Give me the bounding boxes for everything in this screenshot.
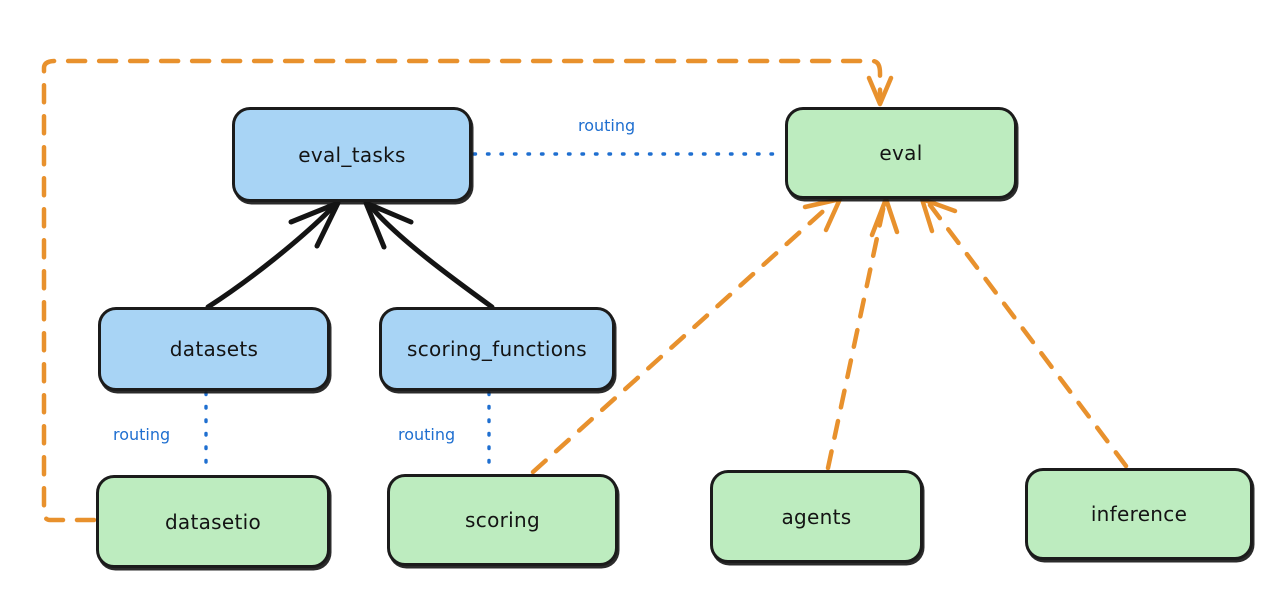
node-label: eval_tasks bbox=[298, 142, 406, 167]
node-label: scoring_functions bbox=[406, 337, 588, 361]
node-datasetio[interactable]: datasetio bbox=[96, 475, 330, 568]
edge-label-routing-eval-tasks-eval: routing bbox=[578, 116, 636, 135]
edge-inference-to-eval bbox=[919, 196, 1129, 469]
node-scoring[interactable]: scoring bbox=[387, 474, 618, 566]
edge-agents-to-eval bbox=[825, 196, 900, 471]
node-label: inference bbox=[1090, 502, 1188, 526]
edge-scoring-functions-to-eval-tasks bbox=[363, 200, 495, 310]
node-agents[interactable]: agents bbox=[710, 470, 923, 563]
node-eval-tasks[interactable]: eval_tasks bbox=[232, 107, 472, 202]
node-scoring-functions[interactable]: scoring_functions bbox=[379, 307, 615, 391]
edge-label-routing-scoring-functions-scoring: routing bbox=[398, 425, 456, 444]
edge-label-routing-datasets-datasetio: routing bbox=[113, 425, 171, 444]
node-label: eval bbox=[879, 141, 923, 165]
node-label: agents bbox=[781, 504, 852, 529]
edge-scoring-to-eval bbox=[530, 196, 843, 475]
node-label: scoring bbox=[465, 508, 540, 532]
node-datasets[interactable]: datasets bbox=[98, 307, 330, 391]
edge-datasetio-to-eval bbox=[41, 58, 894, 523]
edge-datasets-to-eval-tasks bbox=[205, 200, 341, 310]
node-inference[interactable]: inference bbox=[1025, 468, 1253, 560]
node-label: datasetio bbox=[164, 509, 262, 534]
node-eval[interactable]: eval bbox=[785, 107, 1017, 199]
node-label: datasets bbox=[169, 337, 259, 361]
